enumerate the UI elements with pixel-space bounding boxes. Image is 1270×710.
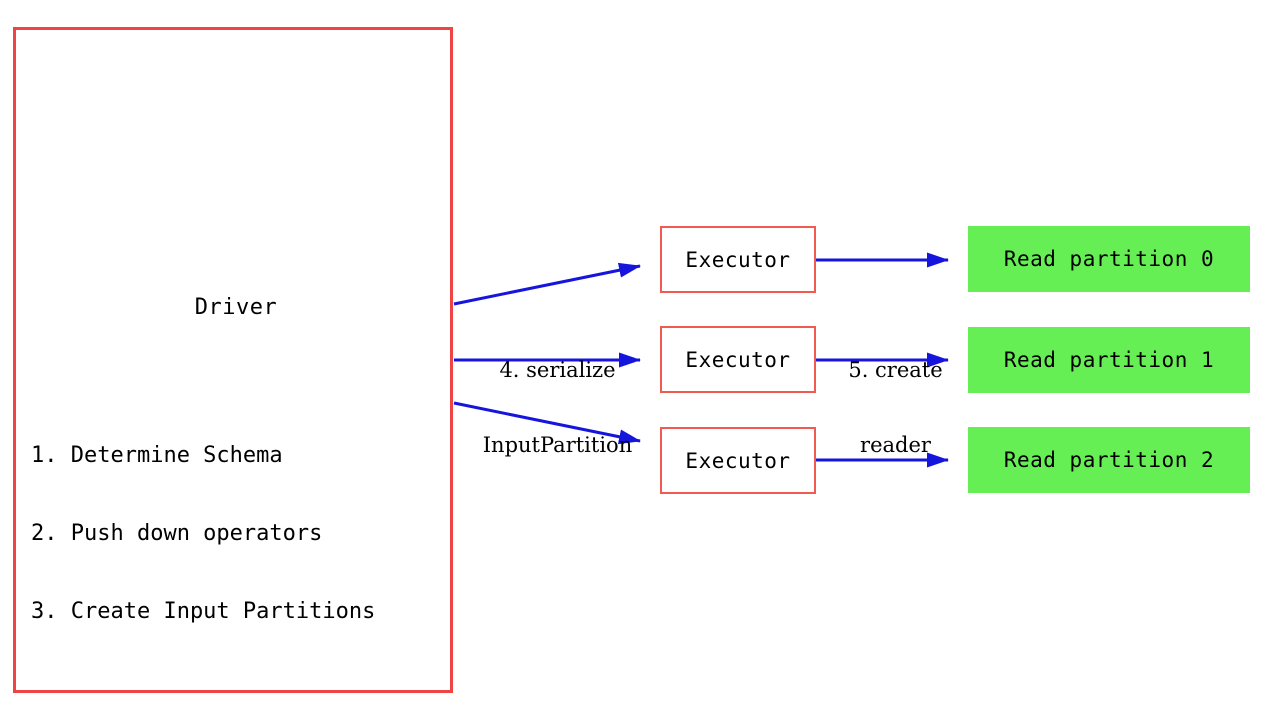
driver-title: Driver <box>194 295 278 320</box>
read-partition-label-0: Read partition 0 <box>1003 247 1215 271</box>
executor-box-2: Executor <box>660 427 816 494</box>
edge-label-create-reader-line-2: reader <box>860 433 931 457</box>
edge-label-create-reader-line-1: 5. create <box>848 358 943 382</box>
read-partition-box-2: Read partition 2 <box>968 427 1250 493</box>
driver-steps-list: 1. Determine Schema 2. Push down operato… <box>31 391 375 677</box>
edge-label-serialize: 4. serialize InputPartition <box>455 308 660 508</box>
edge-label-create-reader: 5. create reader <box>823 308 968 508</box>
executor-box-1: Executor <box>660 326 816 393</box>
driver-step-3: 3. Create Input Partitions <box>31 599 376 624</box>
executor-label-0: Executor <box>685 247 791 272</box>
read-partition-label-1: Read partition 1 <box>1003 348 1215 372</box>
edge-label-serialize-line-2: InputPartition <box>482 433 633 457</box>
executor-box-0: Executor <box>660 226 816 293</box>
driver-step-2: 2. Push down operators <box>31 521 323 546</box>
executor-label-1: Executor <box>685 347 791 372</box>
edge-label-serialize-line-1: 4. serialize <box>499 358 616 382</box>
read-partition-box-0: Read partition 0 <box>968 226 1250 292</box>
driver-box: Driver 1. Determine Schema 2. Push down … <box>13 27 453 693</box>
read-partition-label-2: Read partition 2 <box>1003 448 1215 472</box>
arrow-driver-to-executor-0 <box>453 262 641 306</box>
executor-label-2: Executor <box>685 448 791 473</box>
read-partition-box-1: Read partition 1 <box>968 327 1250 393</box>
driver-step-1: 1. Determine Schema <box>31 443 283 468</box>
